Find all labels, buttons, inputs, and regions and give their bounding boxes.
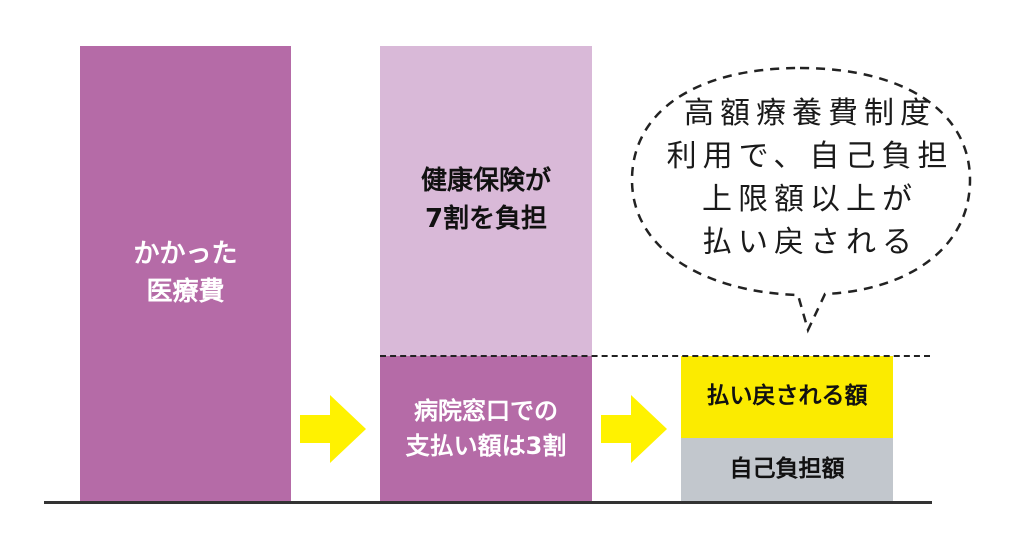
insurance-share-label: 健康保険が 7割を負担 [420,166,551,234]
speech-bubble-line: 利用で、自己負担 [666,139,954,174]
speech-bubble-line: 払い戻される [702,225,918,260]
self-pay-amount-block: 自己負担額 [681,438,893,502]
refund-amount-block: 払い戻される額 [681,356,893,438]
self-pay-amount-label: 自己負担額 [729,456,845,483]
copay-share-block: 病院窓口での 支払い額は3割 [380,356,592,502]
speech-bubble-line: 高額療養費制度 [684,96,936,131]
refund-amount-label: 払い戻される額 [706,383,868,410]
arrow-right-icon [601,395,667,463]
speech-bubble-text: 高額療養費制度 利用で、自己負担 上限額以上が 払い戻される [650,92,970,264]
baseline [44,501,932,504]
threshold-dashed-line [380,355,930,357]
speech-bubble-line: 上限額以上が [702,182,918,217]
total-medical-cost-block: かかった 医療費 [80,46,291,502]
total-medical-cost-label: かかった 医療費 [133,239,238,307]
copay-share-label: 病院窓口での 支払い額は3割 [405,397,567,460]
insurance-share-block: 健康保険が 7割を負担 [380,46,592,356]
speech-bubble [630,66,972,334]
arrow-right-icon [300,395,366,463]
